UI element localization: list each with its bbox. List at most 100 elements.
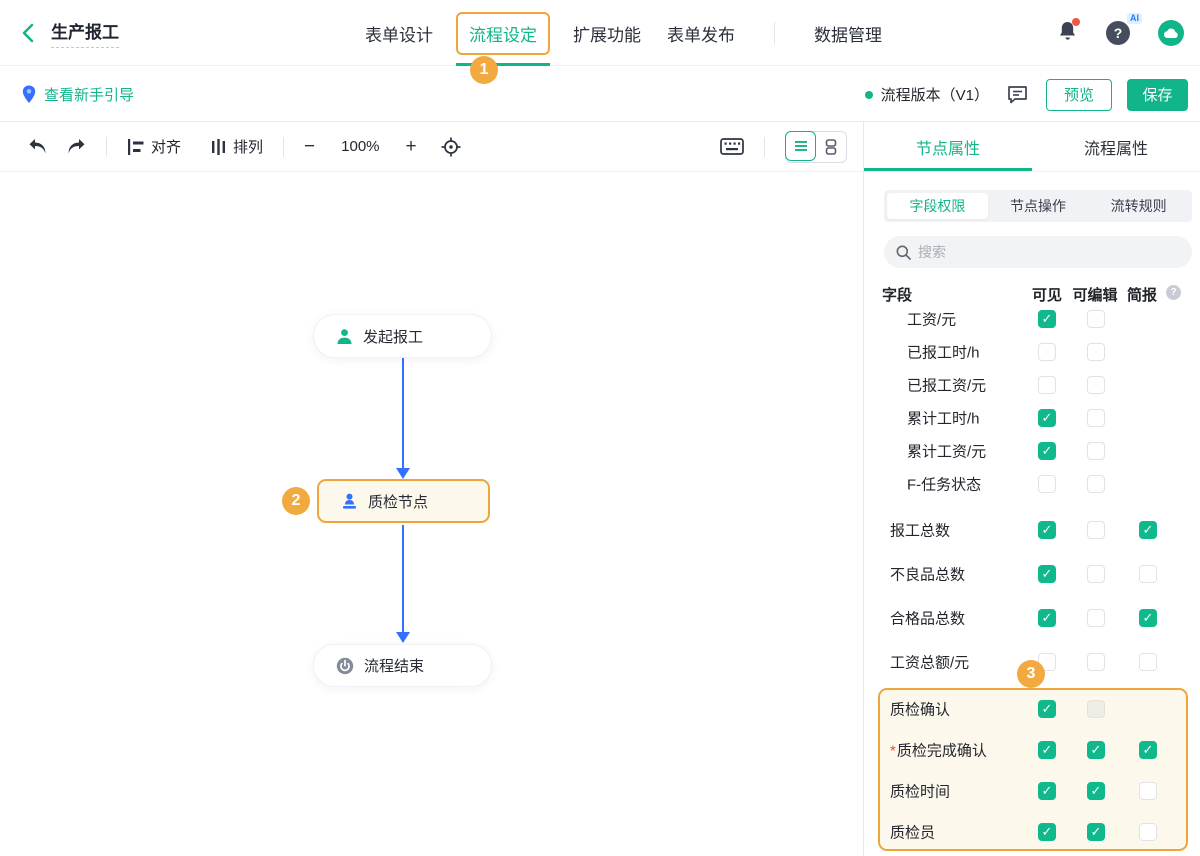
brief-checkbox[interactable] <box>1139 653 1157 671</box>
tab-flow-setting[interactable]: 流程设定 <box>456 11 550 66</box>
help-icon[interactable]: ? AI <box>1106 13 1142 45</box>
field-rows: 工资/元 已报工时/h 已报工资/元 <box>864 302 1200 852</box>
search-input[interactable] <box>918 244 1138 260</box>
editable-checkbox[interactable] <box>1087 565 1105 583</box>
brief-checkbox[interactable] <box>1139 521 1157 539</box>
subtab-transfer-rule[interactable]: 流转规则 <box>1110 198 1167 214</box>
visible-checkbox[interactable] <box>1038 375 1056 394</box>
undo-icon[interactable] <box>28 138 47 155</box>
arrange-button[interactable]: 排列 <box>211 136 263 157</box>
canvas-toolbar: 对齐 排列 − 100% + <box>0 122 863 172</box>
field-label: 合格品总数 <box>890 610 966 628</box>
newbie-guide-link[interactable]: 查看新手引导 <box>22 67 134 122</box>
tab-data-manage[interactable]: 数据管理 <box>814 25 882 45</box>
guide-link-label: 查看新手引导 <box>44 87 135 104</box>
flow-connector <box>402 358 404 469</box>
editable-checkbox[interactable] <box>1087 342 1105 361</box>
tab-node-properties[interactable]: 节点属性 <box>864 122 1032 171</box>
align-button[interactable]: 对齐 <box>127 136 181 157</box>
flow-canvas[interactable]: 发起报工 质检节点 流程结束 <box>0 172 863 856</box>
notification-dot <box>1072 17 1080 26</box>
align-icon <box>128 138 144 155</box>
brief-checkbox[interactable] <box>1139 565 1157 583</box>
editable-checkbox[interactable] <box>1087 781 1105 800</box>
back-button[interactable] <box>20 23 37 43</box>
field-row: 工资总额/元 <box>864 640 1200 684</box>
field-row: 质检员 <box>864 811 1200 852</box>
visible-checkbox[interactable] <box>1038 565 1056 583</box>
editable-checkbox[interactable] <box>1087 375 1105 394</box>
field-label: 不良品总数 <box>890 566 966 584</box>
toolbar-divider <box>106 136 107 157</box>
flow-node-quality-check[interactable]: 质检节点 <box>317 479 490 523</box>
locate-target-icon[interactable] <box>441 137 461 157</box>
power-icon <box>336 657 354 674</box>
notification-bell-icon[interactable] <box>1057 17 1080 47</box>
field-label: F-任务状态 <box>907 476 982 493</box>
grid-view-toggle[interactable] <box>815 132 846 162</box>
save-button[interactable]: 保存 <box>1127 78 1188 111</box>
editable-checkbox[interactable] <box>1087 408 1105 427</box>
editable-checkbox[interactable] <box>1087 521 1105 539</box>
avatar[interactable] <box>1158 20 1184 46</box>
visible-checkbox[interactable] <box>1038 342 1056 361</box>
tab-form-publish[interactable]: 表单发布 <box>667 25 735 45</box>
toolbar-divider <box>764 136 765 157</box>
zoom-in-button[interactable]: + <box>405 136 417 157</box>
visible-checkbox[interactable] <box>1038 740 1056 759</box>
comment-icon[interactable] <box>1007 85 1028 105</box>
required-mark: * <box>890 742 896 759</box>
visible-checkbox[interactable] <box>1038 408 1056 427</box>
flow-node-start[interactable]: 发起报工 <box>313 314 492 358</box>
shortcut-keyboard-icon[interactable] <box>720 138 744 155</box>
tab-extend-function[interactable]: 扩展功能 <box>573 25 641 45</box>
editable-checkbox[interactable] <box>1087 309 1105 328</box>
tab-flow-properties[interactable]: 流程属性 <box>1083 140 1148 158</box>
subtab-field-permission[interactable]: 字段权限 <box>887 193 988 219</box>
visible-checkbox[interactable] <box>1038 781 1056 800</box>
step-badge-3: 3 <box>1017 660 1045 688</box>
list-view-toggle[interactable] <box>785 130 816 161</box>
editable-checkbox[interactable] <box>1087 609 1105 627</box>
node-label: 发起报工 <box>363 328 424 346</box>
main-tabs: 表单设计 流程设定 扩展功能 表单发布 数据管理 <box>352 0 895 66</box>
ai-badge: AI <box>1127 13 1142 24</box>
field-row: 工资/元 <box>864 302 1200 335</box>
field-row: 已报工资/元 <box>864 368 1200 401</box>
brief-help-icon[interactable]: ? <box>1166 285 1181 300</box>
visible-checkbox[interactable] <box>1038 609 1056 627</box>
field-row: F-任务状态 <box>864 467 1200 500</box>
editable-checkbox[interactable] <box>1087 699 1105 718</box>
field-row: 报工总数 <box>864 508 1200 552</box>
visible-checkbox[interactable] <box>1038 521 1056 539</box>
column-editable: 可编辑 <box>1072 287 1118 304</box>
zoom-out-button[interactable]: − <box>304 136 316 157</box>
editable-checkbox[interactable] <box>1087 740 1105 759</box>
properties-panel: 节点属性 流程属性 字段权限 节点操作 流转规则 字段 可见 可编辑 简报 ? <box>864 122 1200 856</box>
arrange-icon <box>212 138 226 155</box>
editable-checkbox[interactable] <box>1087 474 1105 493</box>
subtab-node-operation[interactable]: 节点操作 <box>1010 198 1066 214</box>
brief-checkbox[interactable] <box>1139 609 1157 627</box>
editable-checkbox[interactable] <box>1087 441 1105 460</box>
redo-icon[interactable] <box>67 138 86 155</box>
highlight-frame <box>878 688 1188 851</box>
flow-node-end[interactable]: 流程结束 <box>313 644 492 687</box>
visible-checkbox[interactable] <box>1038 822 1056 841</box>
page-title[interactable]: 生产报工 <box>51 18 119 48</box>
brief-checkbox[interactable] <box>1139 781 1157 800</box>
visible-checkbox[interactable] <box>1038 309 1056 328</box>
visible-checkbox[interactable] <box>1038 699 1056 718</box>
brief-checkbox[interactable] <box>1139 740 1157 759</box>
visible-checkbox[interactable] <box>1038 474 1056 493</box>
editable-checkbox[interactable] <box>1087 653 1105 671</box>
preview-button[interactable]: 预览 <box>1046 78 1112 111</box>
editable-checkbox[interactable] <box>1087 822 1105 841</box>
visible-checkbox[interactable] <box>1038 441 1056 460</box>
field-search[interactable] <box>884 236 1192 268</box>
field-label: 已报工资/元 <box>907 377 987 394</box>
tab-form-design[interactable]: 表单设计 <box>365 25 433 45</box>
field-label: *质检完成确认 <box>890 742 987 759</box>
brief-checkbox[interactable] <box>1139 822 1157 841</box>
